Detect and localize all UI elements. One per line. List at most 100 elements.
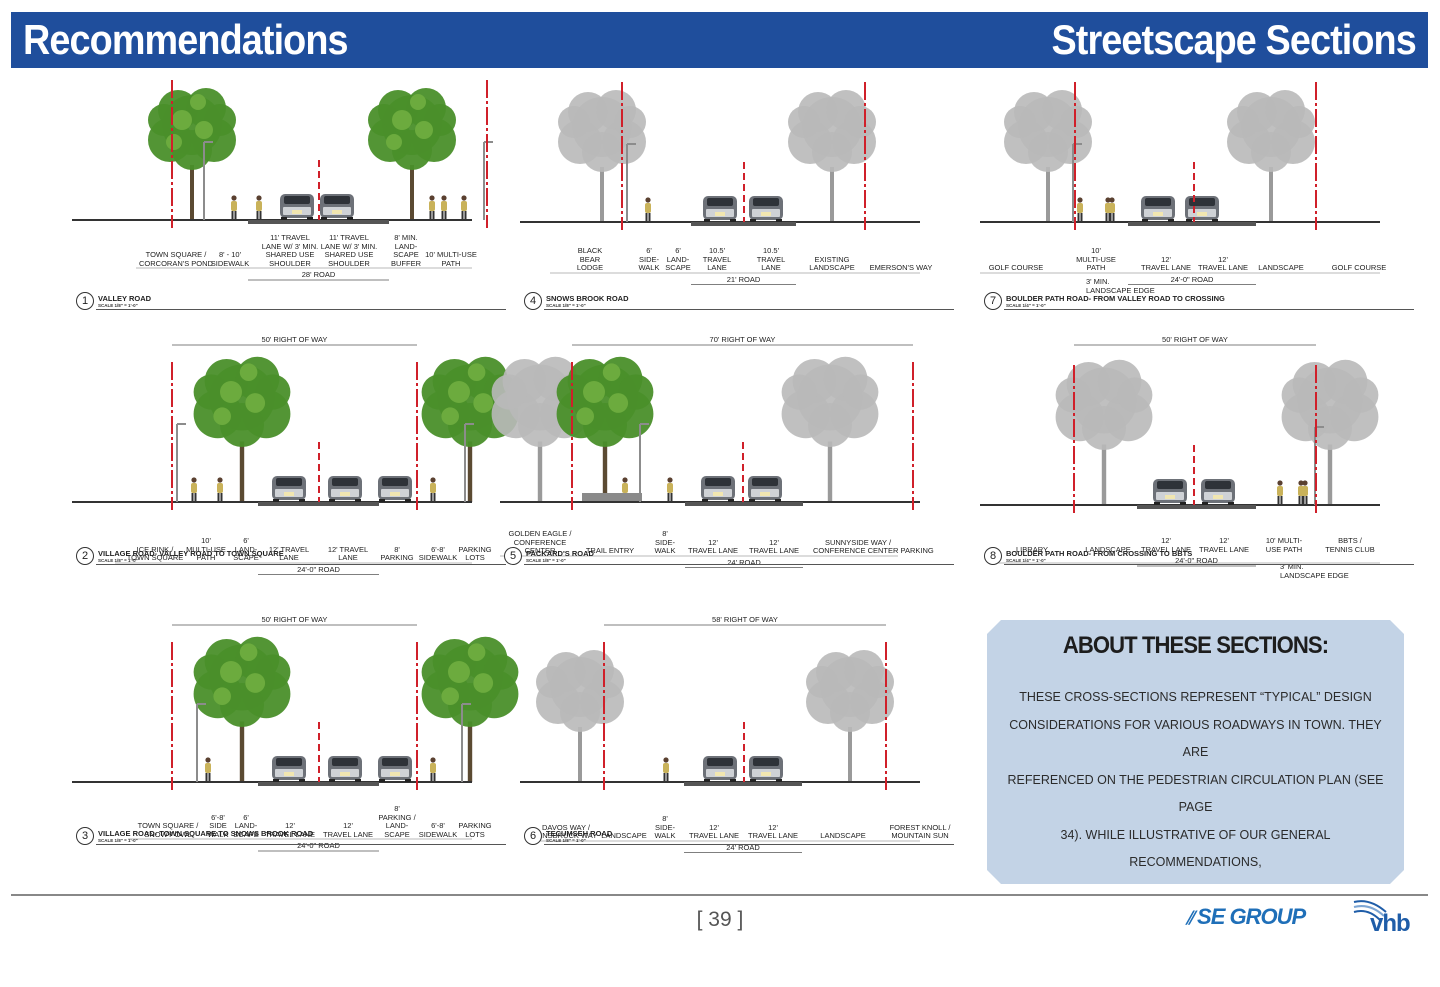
tree-green-icon: [193, 636, 291, 782]
streetlight-icon: [203, 141, 213, 220]
about-heading: ABOUT THESE SECTIONS:: [1062, 632, 1329, 659]
right-of-way-label: 70' RIGHT OF WAY: [709, 335, 776, 344]
section-title-rule: [544, 309, 954, 310]
car-icon: [703, 756, 737, 782]
page-title: Recommendations: [23, 16, 349, 63]
page-header: Recommendations Streetscape Sections: [11, 12, 1428, 68]
car-icon: [701, 476, 735, 502]
road-width-label: 24' ROAD: [727, 557, 761, 567]
about-line: REFERENCED ON THE PEDESTRIAN CIRCULATION…: [1007, 772, 1384, 815]
tree-gray-icon: [1055, 359, 1153, 505]
road-surface: [1137, 505, 1256, 509]
car-icon: [749, 196, 783, 222]
zone-label: 10' MULTI- USE PATH: [1265, 536, 1303, 554]
zone-label: 12' TRAVEL LANE: [1140, 536, 1192, 554]
zone-label: LIBRARY: [1016, 544, 1048, 554]
section-number-badge: 8: [984, 547, 1002, 565]
zone-label: PARKING LOTS: [458, 544, 492, 562]
zone-label: 6'-8' SIDEWALK: [418, 821, 458, 839]
zone-label: LANDSCAPE: [1085, 544, 1131, 554]
road-width-label: 24'-0" ROAD: [297, 841, 340, 850]
zone-label: DAVOS WAY / INNSBRUCK WAY: [534, 822, 598, 840]
road-surface: [248, 220, 389, 224]
section-number-badge: 7: [984, 292, 1002, 310]
zone-label: 10.5' TRAVEL LANE: [702, 246, 732, 272]
section-title-rule: [96, 309, 506, 310]
road-surface: [684, 782, 802, 786]
vhb-swoosh-icon: [1353, 900, 1387, 921]
section-scale: SCALE 1/8" = 1'-0": [546, 838, 586, 843]
zone-label: BLACK BEAR LODGE: [576, 246, 604, 272]
zone-label: 12' TRAVEL LANE: [688, 822, 740, 840]
right-of-way-label: 50' RIGHT OF WAY: [1162, 335, 1228, 344]
bench-icon: [582, 493, 642, 501]
section-title-rule: [1004, 564, 1414, 565]
zone-label: 6' LAND- SCAPE: [233, 812, 259, 839]
pedestrian-icon: [430, 477, 436, 502]
zone-label: 8' SIDE- WALK: [654, 814, 676, 840]
zone-label: 12' TRAVEL LANE: [264, 821, 316, 839]
zone-label: TOWN SQUARE / CORCORAN'S POND: [139, 250, 213, 268]
section-drawing: [72, 80, 493, 281]
car-icon: [1141, 196, 1175, 222]
car-icon: [378, 756, 412, 782]
tree-gray-icon: [1004, 90, 1092, 222]
pedestrian-icon: [231, 195, 237, 220]
section-title-rule: [544, 844, 954, 845]
tree-green-icon: [421, 636, 519, 782]
pedestrian-icon: [441, 195, 447, 220]
section-scale: SCALE 1/4" = 1'-0": [1006, 558, 1046, 563]
car-icon: [703, 196, 737, 222]
vhb-logo: vhb: [1352, 898, 1418, 938]
footer-divider: [11, 894, 1428, 896]
zone-label: 6' LAND- SCAPE: [665, 246, 691, 272]
tree-gray-icon: [1281, 359, 1379, 505]
section-number-badge: 3: [76, 827, 94, 845]
right-of-way-label: 58' RIGHT OF WAY: [712, 615, 778, 624]
road-width-label: 21' ROAD: [726, 274, 761, 284]
pedestrian-icon: [430, 757, 436, 782]
page-subtitle: Streetscape Sections: [1051, 16, 1417, 63]
section-title: VALLEY ROAD: [98, 294, 152, 303]
streetlight-icon: [464, 423, 474, 502]
car-icon: [272, 756, 306, 782]
about-line: THESE CROSS-SECTIONS REPRESENT “TYPICAL”…: [1019, 690, 1372, 704]
road-width-label: 28' ROAD: [301, 270, 336, 279]
tree-gray-icon: [788, 90, 876, 222]
car-icon: [749, 756, 783, 782]
zone-label: 8' - 10' SIDEWALK: [210, 250, 250, 268]
zone-label: GOLDEN EAGLE / CONFERENCE CENTER: [508, 529, 572, 555]
zone-label: 8' PARKING / LAND- SCAPE: [378, 804, 416, 839]
zone-label: GOLF COURSE: [1331, 263, 1387, 272]
section-scale: SCALE 1/8" = 1'-0": [98, 303, 138, 308]
section-drawing: [520, 624, 920, 853]
pedestrian-icon: [645, 197, 651, 222]
zone-label: 6'-8' SIDE WALK: [207, 812, 229, 839]
zone-label: 12' TRAVEL LANE: [327, 544, 369, 562]
road-surface: [258, 782, 379, 786]
section-drawing: [72, 624, 519, 852]
se-group-mark-icon: ⫽: [1186, 908, 1198, 928]
tree-gray-icon: [806, 650, 894, 782]
road-width-label: 24'-0" ROAD: [297, 564, 340, 574]
section-scale: SCALE 1/8" = 1'-0": [546, 303, 586, 308]
section-scale: SCALE 1/4" = 1'-0": [1006, 303, 1046, 308]
tree-gray-icon: [1227, 90, 1315, 222]
about-body: THESE CROSS-SECTIONS REPRESENT “TYPICAL”…: [999, 684, 1392, 897]
zone-label: 10' MULTI-USE PATH: [425, 250, 477, 268]
se-group-logo-text: SE GROUP: [1197, 904, 1306, 929]
road-width-label: 24' ROAD: [726, 842, 760, 852]
section-title: TECUMSEH ROAD: [546, 829, 613, 838]
pedestrian-icon: [1109, 197, 1115, 222]
tree-green-icon: [556, 356, 654, 502]
car-icon: [328, 756, 362, 782]
tree-gray-icon: [536, 650, 624, 782]
zone-label: 12' TRAVEL LANE: [687, 537, 739, 555]
zone-label: 12' TRAVEL LANE: [748, 537, 800, 555]
section-title: PACKARD'S ROAD: [526, 549, 594, 558]
section-number-badge: 5: [504, 547, 522, 565]
about-line: SUBSTANTIAL DESIGN AND ENGINEERING NOT U…: [1008, 882, 1383, 897]
zone-label: 8' SIDE- WALK: [654, 529, 676, 555]
pedestrian-icon: [217, 477, 223, 502]
